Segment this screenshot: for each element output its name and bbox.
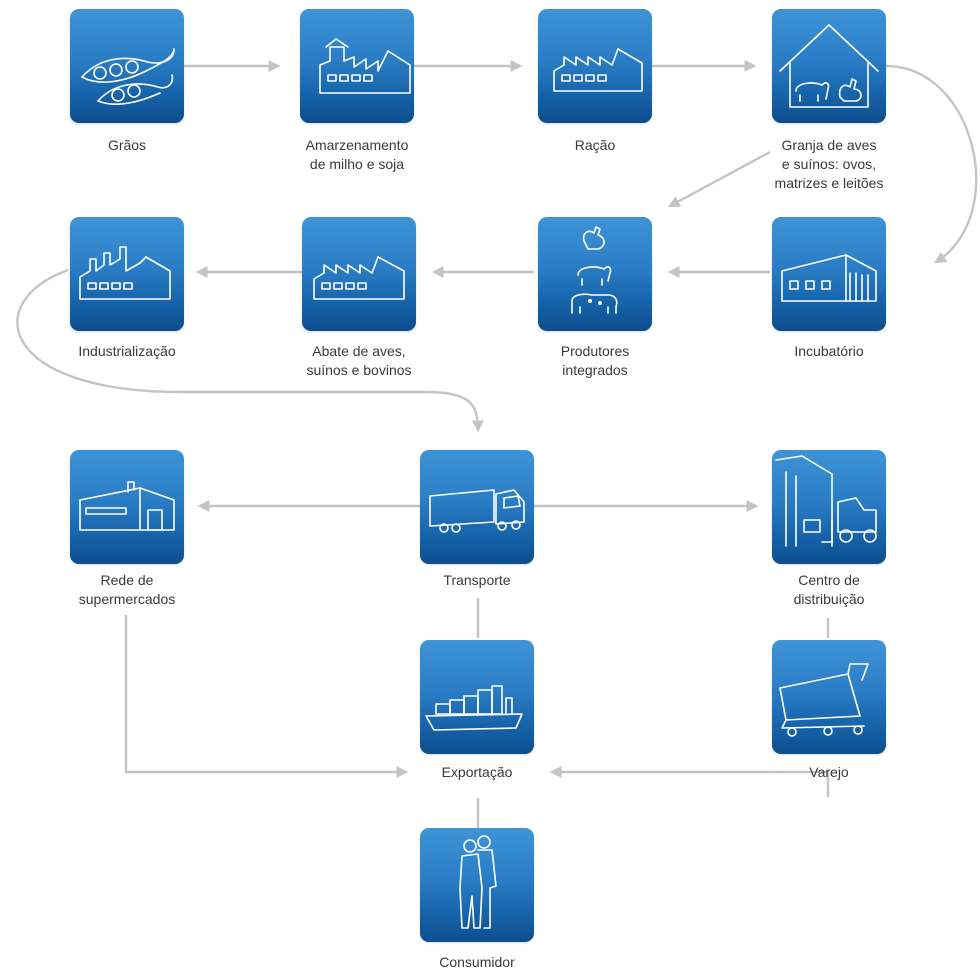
label-varejo: Varejo <box>809 764 849 780</box>
beans-icon <box>81 48 175 106</box>
node-graos <box>70 9 184 123</box>
silo-factory-icon <box>319 38 411 94</box>
arrow-varejo-consumidor <box>549 766 830 797</box>
hatchery-building-icon <box>781 254 877 302</box>
label-consumidor: Consumidor <box>439 954 515 970</box>
label-transporte: Transporte <box>443 572 511 588</box>
node-centro <box>772 450 886 564</box>
node-abate <box>302 217 416 331</box>
label-racao: Ração <box>574 137 616 153</box>
arrow-granja-produtores <box>667 150 771 208</box>
label-exportacao: Exportação <box>441 764 513 780</box>
label-graos: Grãos <box>107 137 147 153</box>
cargo-ship-icon <box>425 685 523 731</box>
arrow-granja-incubatorio <box>885 64 978 264</box>
label-abate: Abate de aves, suínos e bovinos <box>306 343 412 378</box>
supermarket-icon <box>79 481 175 531</box>
node-granja <box>772 9 886 123</box>
node-transporte <box>420 450 534 564</box>
node-varejo <box>772 640 886 754</box>
livestock-icon <box>571 226 618 314</box>
farm-barn-icon <box>779 24 879 108</box>
industry-icon <box>79 246 171 300</box>
feed-factory-icon <box>553 48 643 92</box>
node-incubatorio <box>772 217 886 331</box>
node-exportacao <box>420 640 534 754</box>
node-armazenamento <box>300 9 414 123</box>
node-produtores <box>538 217 652 331</box>
label-granja: Granja de aves e suínos: ovos, matrizes … <box>774 137 884 191</box>
label-incubatorio: Incubatório <box>794 343 864 359</box>
node-supermercados <box>70 450 184 564</box>
slaughterhouse-icon <box>313 256 405 300</box>
label-armazenamento: Amarzenamento de milho e soja <box>305 137 409 172</box>
arrow-industrializacao-transporte <box>16 268 484 433</box>
label-industrializacao: Industrialização <box>78 343 176 359</box>
truck-icon <box>429 489 525 533</box>
node-racao <box>538 9 652 123</box>
node-industrializacao <box>70 217 184 331</box>
people-icon <box>459 835 497 929</box>
shopping-cart-icon <box>779 663 869 737</box>
node-consumidor <box>420 828 534 942</box>
forklift-warehouse-icon <box>775 455 877 547</box>
label-centro: Centro de distribuição <box>793 572 865 607</box>
arrow-supermercados-consumidor <box>124 615 409 778</box>
label-supermercados: Rede de supermercados <box>78 572 176 607</box>
label-produtores: Produtores integrados <box>560 343 630 378</box>
